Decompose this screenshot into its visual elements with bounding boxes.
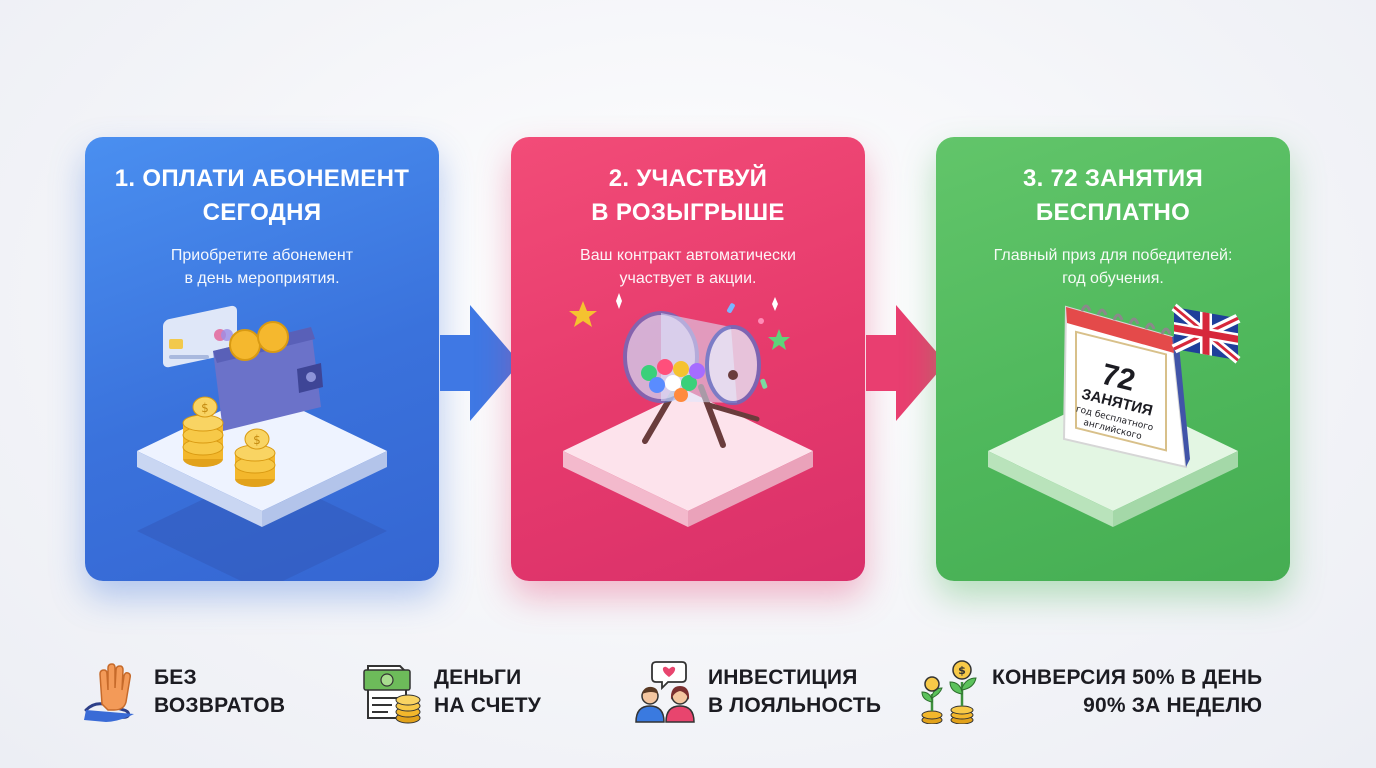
step-title: 3. 72 ЗАНЯТИЯ БЕСПЛАТНО: [1022, 165, 1204, 226]
coin-stack-icon: $: [182, 396, 224, 467]
step-description: Главный приз для победителей: год обучен…: [993, 247, 1233, 287]
feature-loyalty-investment: ИНВЕСТИЦИЯ В ЛОЯЛЬНОСТЬ: [634, 660, 881, 724]
svg-text:$: $: [958, 664, 966, 677]
svg-text:72: 72: [1098, 358, 1138, 398]
star-icon: [768, 329, 790, 350]
arrow-right-icon: [440, 305, 520, 421]
step-description: Ваш контракт автоматически участвует в а…: [580, 247, 796, 287]
step-card-free-lessons: 3. 72 ЗАНЯТИЯ БЕСПЛАТНО Главный приз для…: [936, 137, 1290, 581]
step-card-pay: 1. ОПЛАТИ АБОНЕМЕНТ СЕГОДНЯ Приобретите …: [85, 137, 439, 581]
people-heart-icon: [635, 661, 695, 723]
stop-hand-icon: [84, 663, 134, 722]
lottery-drum-illustration: [563, 293, 813, 527]
coin-stack-icon: $: [234, 428, 276, 487]
step-card-raffle: 2. УЧАСТВУЙ В РОЗЫГРЫШЕ Ваш контракт авт…: [511, 137, 865, 581]
coin-plants-icon: $: [921, 660, 977, 724]
arrow-right-icon: [866, 305, 946, 421]
wallet-coins-illustration: $ $: [137, 305, 387, 581]
feature-no-refunds: БЕЗ ВОЗВРАТОВ: [80, 660, 285, 724]
feature-money-on-account: ДЕНЬГИ НА СЧЕТУ: [360, 660, 541, 724]
wallet-icon: [213, 321, 323, 431]
feature-conversion: $ КОНВЕРСИЯ 50% В ДЕНЬ 90% ЗА НЕДЕЛЮ: [918, 660, 1262, 724]
calendar-icon: 72 ЗАНЯТИЯ год бесплатного английского: [1062, 304, 1190, 469]
money-document-icon: [363, 665, 421, 724]
step-title: 1. ОПЛАТИ АБОНЕМЕНТ СЕГОДНЯ: [114, 165, 410, 226]
calendar-illustration: 72 ЗАНЯТИЯ год бесплатного английского: [988, 303, 1241, 527]
svg-text:$: $: [201, 401, 209, 415]
svg-text:$: $: [253, 433, 261, 447]
step-title: 2. УЧАСТВУЙ В РОЗЫГРЫШЕ: [591, 165, 785, 226]
uk-flag-icon: [1171, 303, 1241, 364]
step-description: Приобретите абонемент в день мероприятия…: [170, 247, 354, 287]
star-icon: [569, 301, 597, 327]
